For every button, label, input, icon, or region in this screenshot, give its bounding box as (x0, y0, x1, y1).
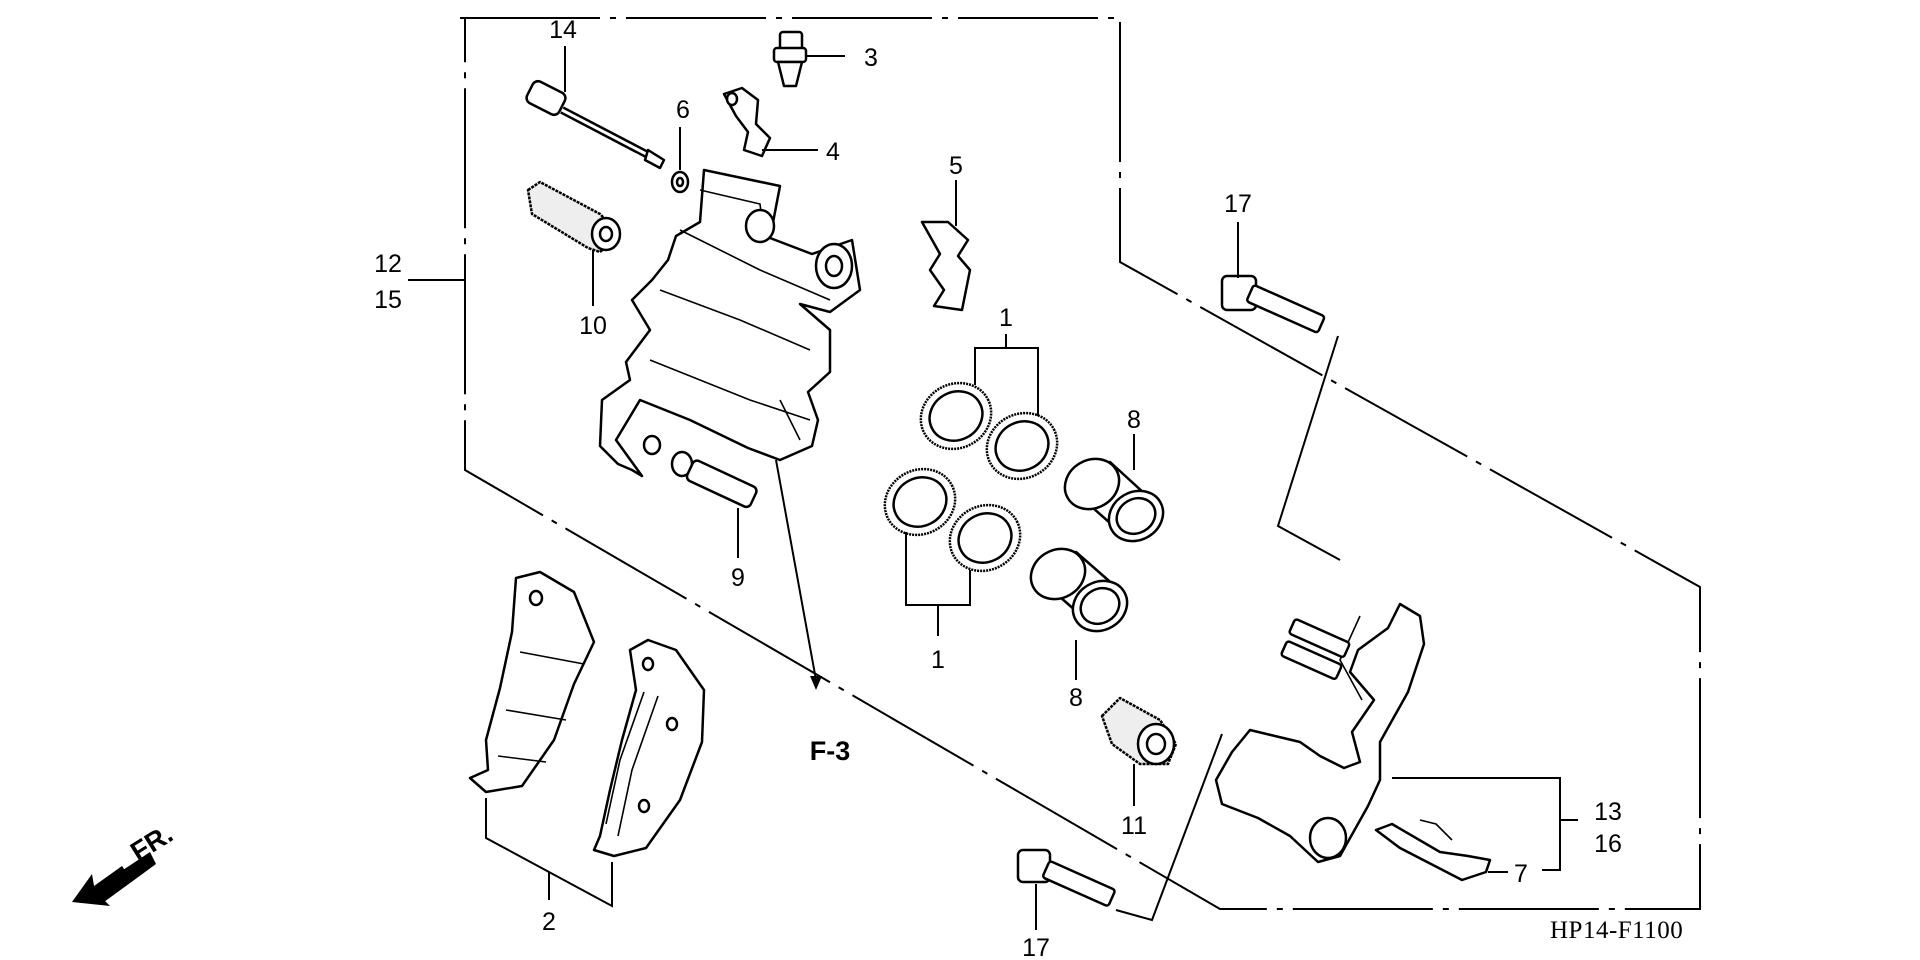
label-6: 6 (676, 96, 690, 124)
bolt-upper-part (1220, 222, 1341, 561)
brake-pad-outer-part (468, 570, 596, 794)
label-14: 14 (549, 16, 577, 44)
label-16: 16 (1594, 830, 1622, 858)
piston-parts (1029, 434, 1165, 680)
label-5: 5 (949, 152, 963, 180)
label-13: 13 (1594, 798, 1622, 826)
caliper-bracket-part (1214, 602, 1578, 871)
label-8-upper: 8 (1127, 406, 1141, 434)
label-15: 15 (374, 286, 402, 314)
bracket-part (722, 86, 818, 158)
label-17-lower: 17 (1022, 934, 1050, 960)
label-8-lower: 8 (1069, 684, 1083, 712)
boot-part (1100, 696, 1178, 806)
pad-spring-part (920, 180, 972, 312)
label-17-upper: 17 (1224, 190, 1252, 218)
caliper-body-part (598, 168, 862, 690)
brake-pad-inner-part (485, 638, 706, 908)
label-11: 11 (1121, 812, 1147, 840)
direction-label: FR. (125, 819, 178, 867)
bolt-lower-part (1016, 733, 1223, 930)
slide-pin-part (670, 450, 758, 558)
figure-code: HP14-F1100 (1550, 917, 1683, 944)
callout-labels: 1 1 2 3 4 5 6 7 8 8 9 10 11 12 13 14 15 … (125, 16, 1683, 960)
pin-boot-part (526, 180, 622, 306)
assembly-frame (408, 17, 1701, 910)
label-7: 7 (1514, 860, 1528, 888)
label-1-upper: 1 (999, 304, 1013, 332)
label-10: 10 (579, 312, 607, 340)
label-4: 4 (826, 138, 840, 166)
pin-bolt-part (525, 46, 666, 170)
washer-part (670, 127, 690, 194)
label-9: 9 (731, 564, 745, 592)
piston-seal-rings (883, 334, 1059, 636)
label-1-lower: 1 (931, 646, 945, 674)
reference-f3: F-3 (810, 736, 851, 766)
bleeder-bolt-part (772, 30, 845, 88)
pad-retainer-part (1374, 819, 1508, 882)
front-direction-arrow-icon (72, 852, 156, 906)
label-3: 3 (864, 44, 878, 72)
label-12: 12 (374, 250, 402, 278)
label-2: 2 (542, 908, 556, 936)
